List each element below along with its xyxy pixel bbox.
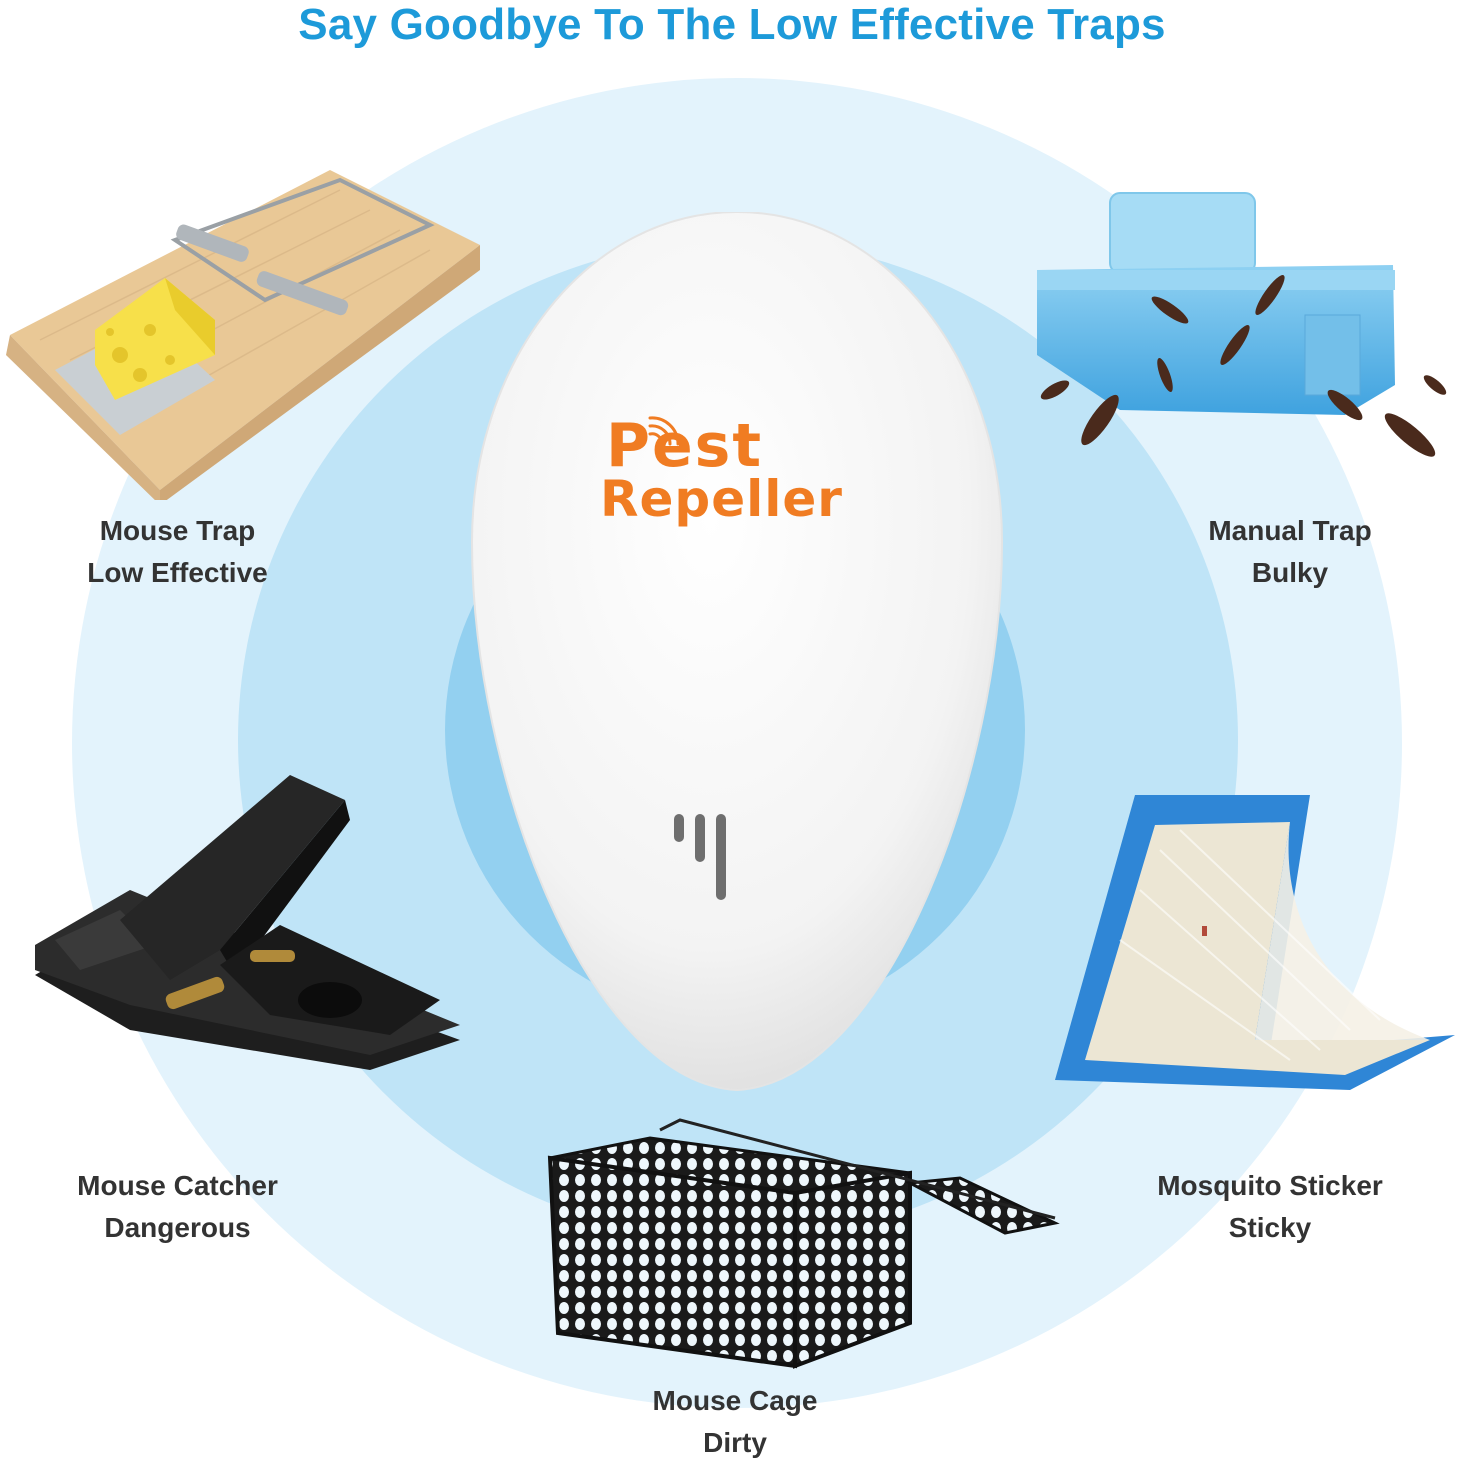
trap-drawback: Bulky	[1251, 557, 1329, 588]
device-body-icon	[470, 210, 1004, 1092]
speaker-slots-icon	[670, 810, 740, 910]
trap-drawback: Sticky	[1228, 1212, 1312, 1243]
mouse-cage-image	[540, 1108, 1060, 1373]
trap-drawback: Dangerous	[104, 1212, 251, 1243]
trap-name: Manual Trap	[1208, 515, 1372, 546]
trap-name: Mouse Trap	[99, 515, 256, 546]
brand-logo: Pest Repeller	[600, 411, 890, 528]
trap-name: Mosquito Sticker	[1157, 1170, 1383, 1201]
wooden-snap-trap-icon	[6, 170, 480, 505]
manual-trap-image	[1025, 185, 1464, 475]
cockroach-box-trap-icon	[1037, 192, 1447, 457]
black-snap-trap-icon	[35, 775, 460, 1070]
trap-label-mouse-cage: Mouse Cage Dirty	[595, 1380, 875, 1464]
mouse-trap-image	[0, 160, 490, 505]
trap-drawback: Low Effective	[87, 557, 268, 588]
trap-label-mosquito-sticker: Mosquito Sticker Sticky	[1120, 1165, 1420, 1249]
mouse-catcher-image	[20, 770, 465, 1075]
wire-cage-icon	[547, 1118, 1060, 1369]
trap-name: Mouse Cage	[652, 1385, 818, 1416]
trap-name: Mouse Catcher	[77, 1170, 278, 1201]
trap-label-mouse-catcher: Mouse Catcher Dangerous	[35, 1165, 320, 1249]
logo-word-repeller: Repeller	[600, 470, 843, 528]
page-title: Say Goodbye To The Low Effective Traps	[298, 0, 1166, 49]
glue-board-icon	[1055, 795, 1455, 1090]
trap-label-manual-trap: Manual Trap Bulky	[1150, 510, 1430, 594]
logo-word-pest: Pest	[606, 411, 764, 481]
trap-label-mouse-trap: Mouse Trap Low Effective	[40, 510, 315, 594]
mosquito-sticker-image	[1050, 790, 1464, 1090]
trap-drawback: Dirty	[703, 1427, 767, 1458]
sound-wave-icon	[640, 412, 690, 452]
pest-repeller-device	[457, 210, 1017, 1092]
